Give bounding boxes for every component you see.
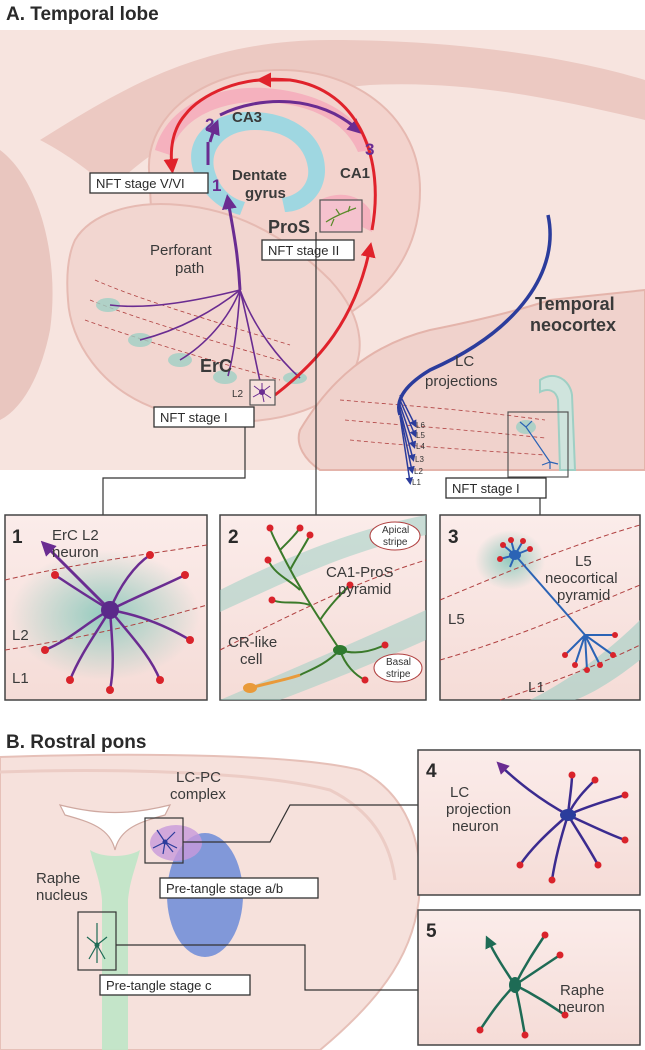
- inset-1-layer-top: L2: [12, 627, 29, 644]
- inset-2-cr-2: cell: [240, 651, 263, 668]
- layer-label-l4: L4: [416, 442, 425, 451]
- stage-box-i-erc: NFT stage I: [153, 406, 255, 428]
- temporal-label-1: Temporal: [535, 294, 615, 314]
- layer-label-l5: L5: [416, 431, 425, 440]
- svg-text:Pre-tangle stage a/b: Pre-tangle stage a/b: [166, 881, 283, 896]
- inset-2-apical-2: stripe: [383, 537, 408, 548]
- layer-labels: L6 L5 L4 L3 L2 L1: [412, 421, 425, 487]
- inset-3-number: 3: [448, 527, 459, 548]
- stage-box-v-vi: NFT stage V/VI: [89, 172, 209, 194]
- layer-label-l1: L1: [412, 478, 421, 487]
- erc-mini-neuron: [249, 379, 276, 406]
- inset-3-layer-bottom: L1: [528, 679, 545, 696]
- inset-1-layer-bottom: L1: [12, 670, 29, 687]
- lcpc-label-1: LC-PC: [176, 769, 221, 786]
- layer-label-l3: L3: [415, 455, 424, 464]
- inset-2-title-1: CA1-ProS: [326, 564, 394, 581]
- inset-2-apical-1: Apical: [382, 525, 409, 536]
- inset-3-title-2: neocortical: [545, 570, 618, 587]
- inset-1-title-1: ErC L2: [52, 527, 99, 544]
- layer-label-l2: L2: [414, 467, 423, 476]
- route-number-3: 3: [365, 140, 374, 159]
- svg-text:NFT stage I: NFT stage I: [452, 481, 520, 496]
- inset-2-ca1-pyramid: 2 Apical stripe CA1-ProS pyramid CR-like…: [219, 514, 427, 701]
- inset-5-title-1: Raphe: [560, 982, 604, 999]
- svg-text:NFT stage V/VI: NFT stage V/VI: [96, 176, 185, 191]
- inset-4-title-2: projection: [446, 801, 511, 818]
- dentate-label-1: Dentate: [232, 167, 287, 184]
- perforant-label-2: path: [175, 260, 204, 277]
- ca1-label: CA1: [340, 165, 370, 182]
- lc-mini-neuron: [144, 817, 184, 864]
- inset-3-layer-top: L5: [448, 611, 465, 628]
- inset-4-number: 4: [426, 761, 437, 782]
- lc-proj-label-1: LC: [455, 353, 474, 370]
- raphe-label-2: nucleus: [36, 887, 88, 904]
- pros-label: ProS: [268, 217, 310, 237]
- inset-5-number: 5: [426, 921, 437, 942]
- pros-mini-neuron: [319, 199, 363, 233]
- panel-b-title: B. Rostral pons: [6, 732, 146, 753]
- inset-5-raphe-neuron: 5 Raphe neuron: [417, 909, 641, 1046]
- stage-box-a-b: Pre-tangle stage a/b: [159, 877, 319, 899]
- svg-text:Pre-tangle stage c: Pre-tangle stage c: [106, 978, 212, 993]
- inset-1-number: 1: [12, 527, 23, 548]
- erc-l2-label: L2: [232, 389, 244, 400]
- inset-2-cr-1: CR-like: [228, 634, 277, 651]
- stage-box-i-neo: NFT stage I: [445, 477, 547, 499]
- svg-text:NFT stage I: NFT stage I: [160, 410, 228, 425]
- connector-lines-a: [102, 232, 541, 515]
- temporal-lobe-illustration: [0, 30, 645, 471]
- layer-label-l6: L6: [416, 421, 425, 430]
- erc-label: ErC: [200, 356, 232, 376]
- inset-3-l5-pyramid: 3 L5 neocortical pyramid L5 L1: [439, 514, 641, 701]
- ca3-label: CA3: [232, 109, 262, 126]
- inset-4-title-3: neuron: [452, 818, 499, 835]
- inset-3-title-3: pyramid: [557, 587, 610, 604]
- stage-box-c: Pre-tangle stage c: [99, 974, 251, 996]
- panel-a-title: A. Temporal lobe: [6, 4, 159, 25]
- inset-1-title-2: neuron: [52, 544, 99, 561]
- inset-2-basal-2: stripe: [386, 669, 411, 680]
- connector-lines-b: [116, 804, 418, 991]
- inset-4-lc-neuron: 4 LC projection neuron: [417, 749, 641, 896]
- raphe-mini-neuron: [77, 911, 117, 971]
- inset-2-basal-1: Basal: [386, 657, 411, 668]
- temporal-label-2: neocortex: [530, 315, 616, 335]
- dentate-label-2: gyrus: [245, 185, 286, 202]
- inset-3-title-1: L5: [575, 553, 592, 570]
- lcpc-label-2: complex: [170, 786, 226, 803]
- blue-lc-projections: [397, 214, 552, 485]
- inset-2-number: 2: [228, 527, 239, 548]
- red-return-pathway: [163, 72, 377, 397]
- inset-1-erc-neuron: 1 ErC L2 neuron L2 L1: [4, 514, 208, 701]
- purple-perforant-pathway: [109, 100, 363, 391]
- raphe-label-1: Raphe: [36, 870, 80, 887]
- neocortex-mini-neuron: [507, 411, 569, 478]
- route-number-2: 2: [205, 115, 214, 134]
- stage-box-ii: NFT stage II: [261, 239, 355, 261]
- lc-proj-label-2: projections: [425, 373, 498, 390]
- inset-4-title-1: LC: [450, 784, 469, 801]
- inset-5-title-2: neuron: [558, 999, 605, 1016]
- inset-2-title-2: pyramid: [338, 581, 391, 598]
- route-number-1: 1: [212, 176, 221, 195]
- perforant-label-1: Perforant: [150, 242, 213, 259]
- svg-text:NFT stage II: NFT stage II: [268, 243, 339, 258]
